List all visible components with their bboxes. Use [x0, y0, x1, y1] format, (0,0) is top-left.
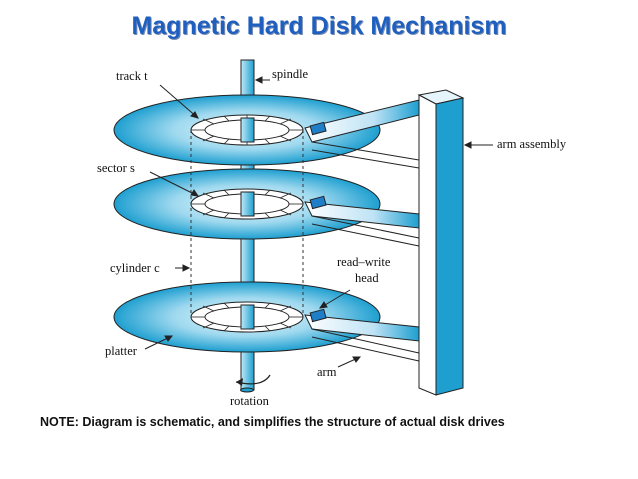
read-write-label: read–write	[337, 255, 391, 269]
read-write-head-2	[309, 195, 327, 210]
read-write-head-3	[309, 308, 327, 323]
platter-1	[113, 94, 381, 166]
arm-2	[304, 195, 420, 247]
page-title: Magnetic Hard Disk Mechanism	[131, 12, 507, 40]
arm-assembly-post	[417, 89, 465, 396]
cylinder-lines	[190, 130, 304, 317]
diagram-note: NOTE: Diagram is schematic, and simplifi…	[40, 415, 505, 429]
spindle-label: spindle	[272, 67, 309, 81]
arm-1	[304, 99, 420, 169]
cylinder-label: cylinder c	[110, 261, 160, 275]
track-label: track t	[116, 69, 148, 83]
head-label: head	[355, 271, 379, 285]
arm-label: arm	[317, 365, 337, 379]
platter-2	[113, 168, 381, 240]
platter-label: platter	[105, 344, 138, 358]
arm-3	[304, 308, 420, 362]
rotation-label: rotation	[230, 394, 270, 408]
label-pointers	[144, 76, 493, 368]
sector-label: sector s	[97, 161, 135, 175]
arm-assembly-label: arm assembly	[497, 137, 567, 151]
read-write-head-1	[309, 121, 327, 136]
platter-3	[113, 281, 381, 353]
